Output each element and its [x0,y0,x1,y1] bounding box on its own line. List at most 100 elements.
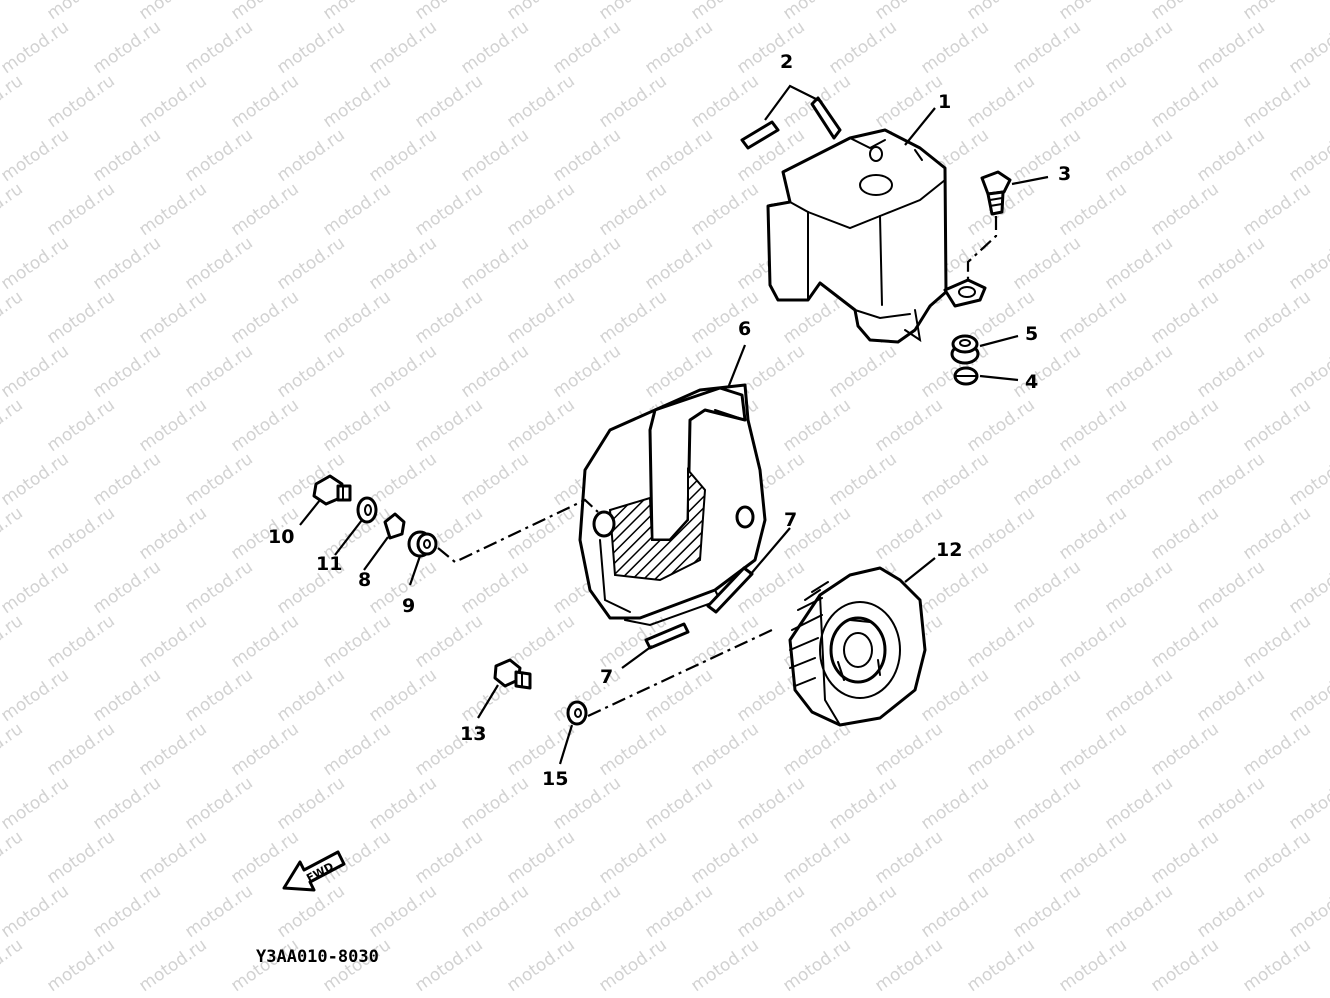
watermark-text: motod.ru [917,449,992,510]
watermark-text: motod.ru [135,71,210,132]
watermark-text: motod.ru [319,179,394,240]
watermark-text: motod.ru [0,125,73,186]
watermark-text: motod.ru [1101,773,1176,834]
callout-9: 9 [402,595,415,617]
callout-1: 1 [938,91,951,113]
watermark-text: motod.ru [687,611,762,672]
watermark-text: motod.ru [963,935,1038,996]
watermark-text: motod.ru [89,341,164,402]
watermark-text: motod.ru [825,449,900,510]
watermark-text: motod.ru [549,17,624,78]
watermark-text: motod.ru [181,125,256,186]
leader-lines [299,84,1049,765]
watermark-text: motod.ru [825,881,900,942]
watermark-text: motod.ru [1239,611,1314,672]
callout-2: 2 [780,51,793,73]
watermark-text: motod.ru [43,71,118,132]
watermark-text: motod.ru [0,665,73,726]
watermark-text: motod.ru [963,611,1038,672]
watermark-text: motod.ru [963,395,1038,456]
watermark-text: motod.ru [0,719,27,780]
part-5-grommet [950,334,980,365]
callout-4: 4 [1025,371,1038,393]
watermark-text: motod.ru [227,287,302,348]
watermark-text: motod.ru [273,17,348,78]
watermark-text: motod.ru [687,71,762,132]
watermark-text: motod.ru [411,287,486,348]
watermark-text: motod.ru [917,773,992,834]
watermark-text: motod.ru [365,341,440,402]
watermark-text: motod.ru [1055,287,1130,348]
watermark-text: motod.ru [503,287,578,348]
watermark-text: motod.ru [319,395,394,456]
watermark-text: motod.ru [181,17,256,78]
watermark-text: motod.ru [411,611,486,672]
watermark-text: motod.ru [411,71,486,132]
watermark-text: motod.ru [181,881,256,942]
watermark-text: motod.ru [411,179,486,240]
watermark-text: motod.ru [1193,233,1268,294]
watermark-text: motod.ru [779,827,854,888]
watermark-text: motod.ru [1009,233,1084,294]
watermark-text: motod.ru [0,611,27,672]
watermark-text: motod.ru [1147,719,1222,780]
watermark-text: motod.ru [227,611,302,672]
watermark-text: motod.ru [365,773,440,834]
watermark-text: motod.ru [871,395,946,456]
watermark-text: motod.ru [1009,557,1084,618]
watermark-text: motod.ru [0,0,27,24]
watermark-text: motod.ru [227,179,302,240]
watermark-text: motod.ru [457,773,532,834]
watermark-text: motod.ru [89,449,164,510]
callout-7-lower: 7 [600,666,613,688]
watermark-text: motod.ru [457,449,532,510]
watermark-text: motod.ru [1009,665,1084,726]
watermark-text: motod.ru [1285,17,1330,78]
watermark-text: motod.ru [0,449,73,510]
watermark-text: motod.ru [641,233,716,294]
watermark-text: motod.ru [1101,233,1176,294]
callout-6: 6 [738,318,751,340]
watermark-text: motod.ru [1009,881,1084,942]
watermark-text: motod.ru [549,881,624,942]
watermark-text: motod.ru [917,665,992,726]
watermark-text: motod.ru [0,341,73,402]
watermark-text: motod.ru [43,935,118,996]
watermark-text: motod.ru [1285,773,1330,834]
watermark-text: motod.ru [365,881,440,942]
watermark-text: motod.ru [1055,827,1130,888]
watermark-text: motod.ru [1285,449,1330,510]
part-6-fan-housing [578,383,767,627]
watermark-text: motod.ru [1147,935,1222,996]
watermark-text: motod.ru [1055,179,1130,240]
callout-7-upper: 7 [784,509,797,531]
part-1-air-shroud [766,128,987,344]
watermark-text: motod.ru [1239,503,1314,564]
watermark-text: motod.ru [963,503,1038,564]
watermark-text: motod.ru [1285,557,1330,618]
watermark-text: motod.ru [135,611,210,672]
watermark-text: motod.ru [43,287,118,348]
watermark-text: motod.ru [917,557,992,618]
watermark-text: motod.ru [963,827,1038,888]
watermark-text: motod.ru [89,125,164,186]
watermark-text: motod.ru [687,719,762,780]
watermark-text: motod.ru [43,179,118,240]
watermark-text: motod.ru [687,179,762,240]
watermark-text: motod.ru [43,611,118,672]
watermark-text: motod.ru [641,17,716,78]
watermark-text: motod.ru [89,233,164,294]
watermark-text: motod.ru [181,665,256,726]
watermark-text: motod.ru [227,395,302,456]
part-9-grommet [407,530,438,558]
watermark-text: motod.ru [1055,719,1130,780]
watermark-text: motod.ru [411,935,486,996]
watermark-text: motod.ru [549,125,624,186]
watermark-text: motod.ru [1239,827,1314,888]
watermark-text: motod.ru [1101,881,1176,942]
assembly-lines [437,216,998,717]
watermark-text: motod.ru [365,665,440,726]
watermark-text: motod.ru [181,341,256,402]
watermark-text: motod.ru [0,503,27,564]
watermark-text: motod.ru [595,935,670,996]
